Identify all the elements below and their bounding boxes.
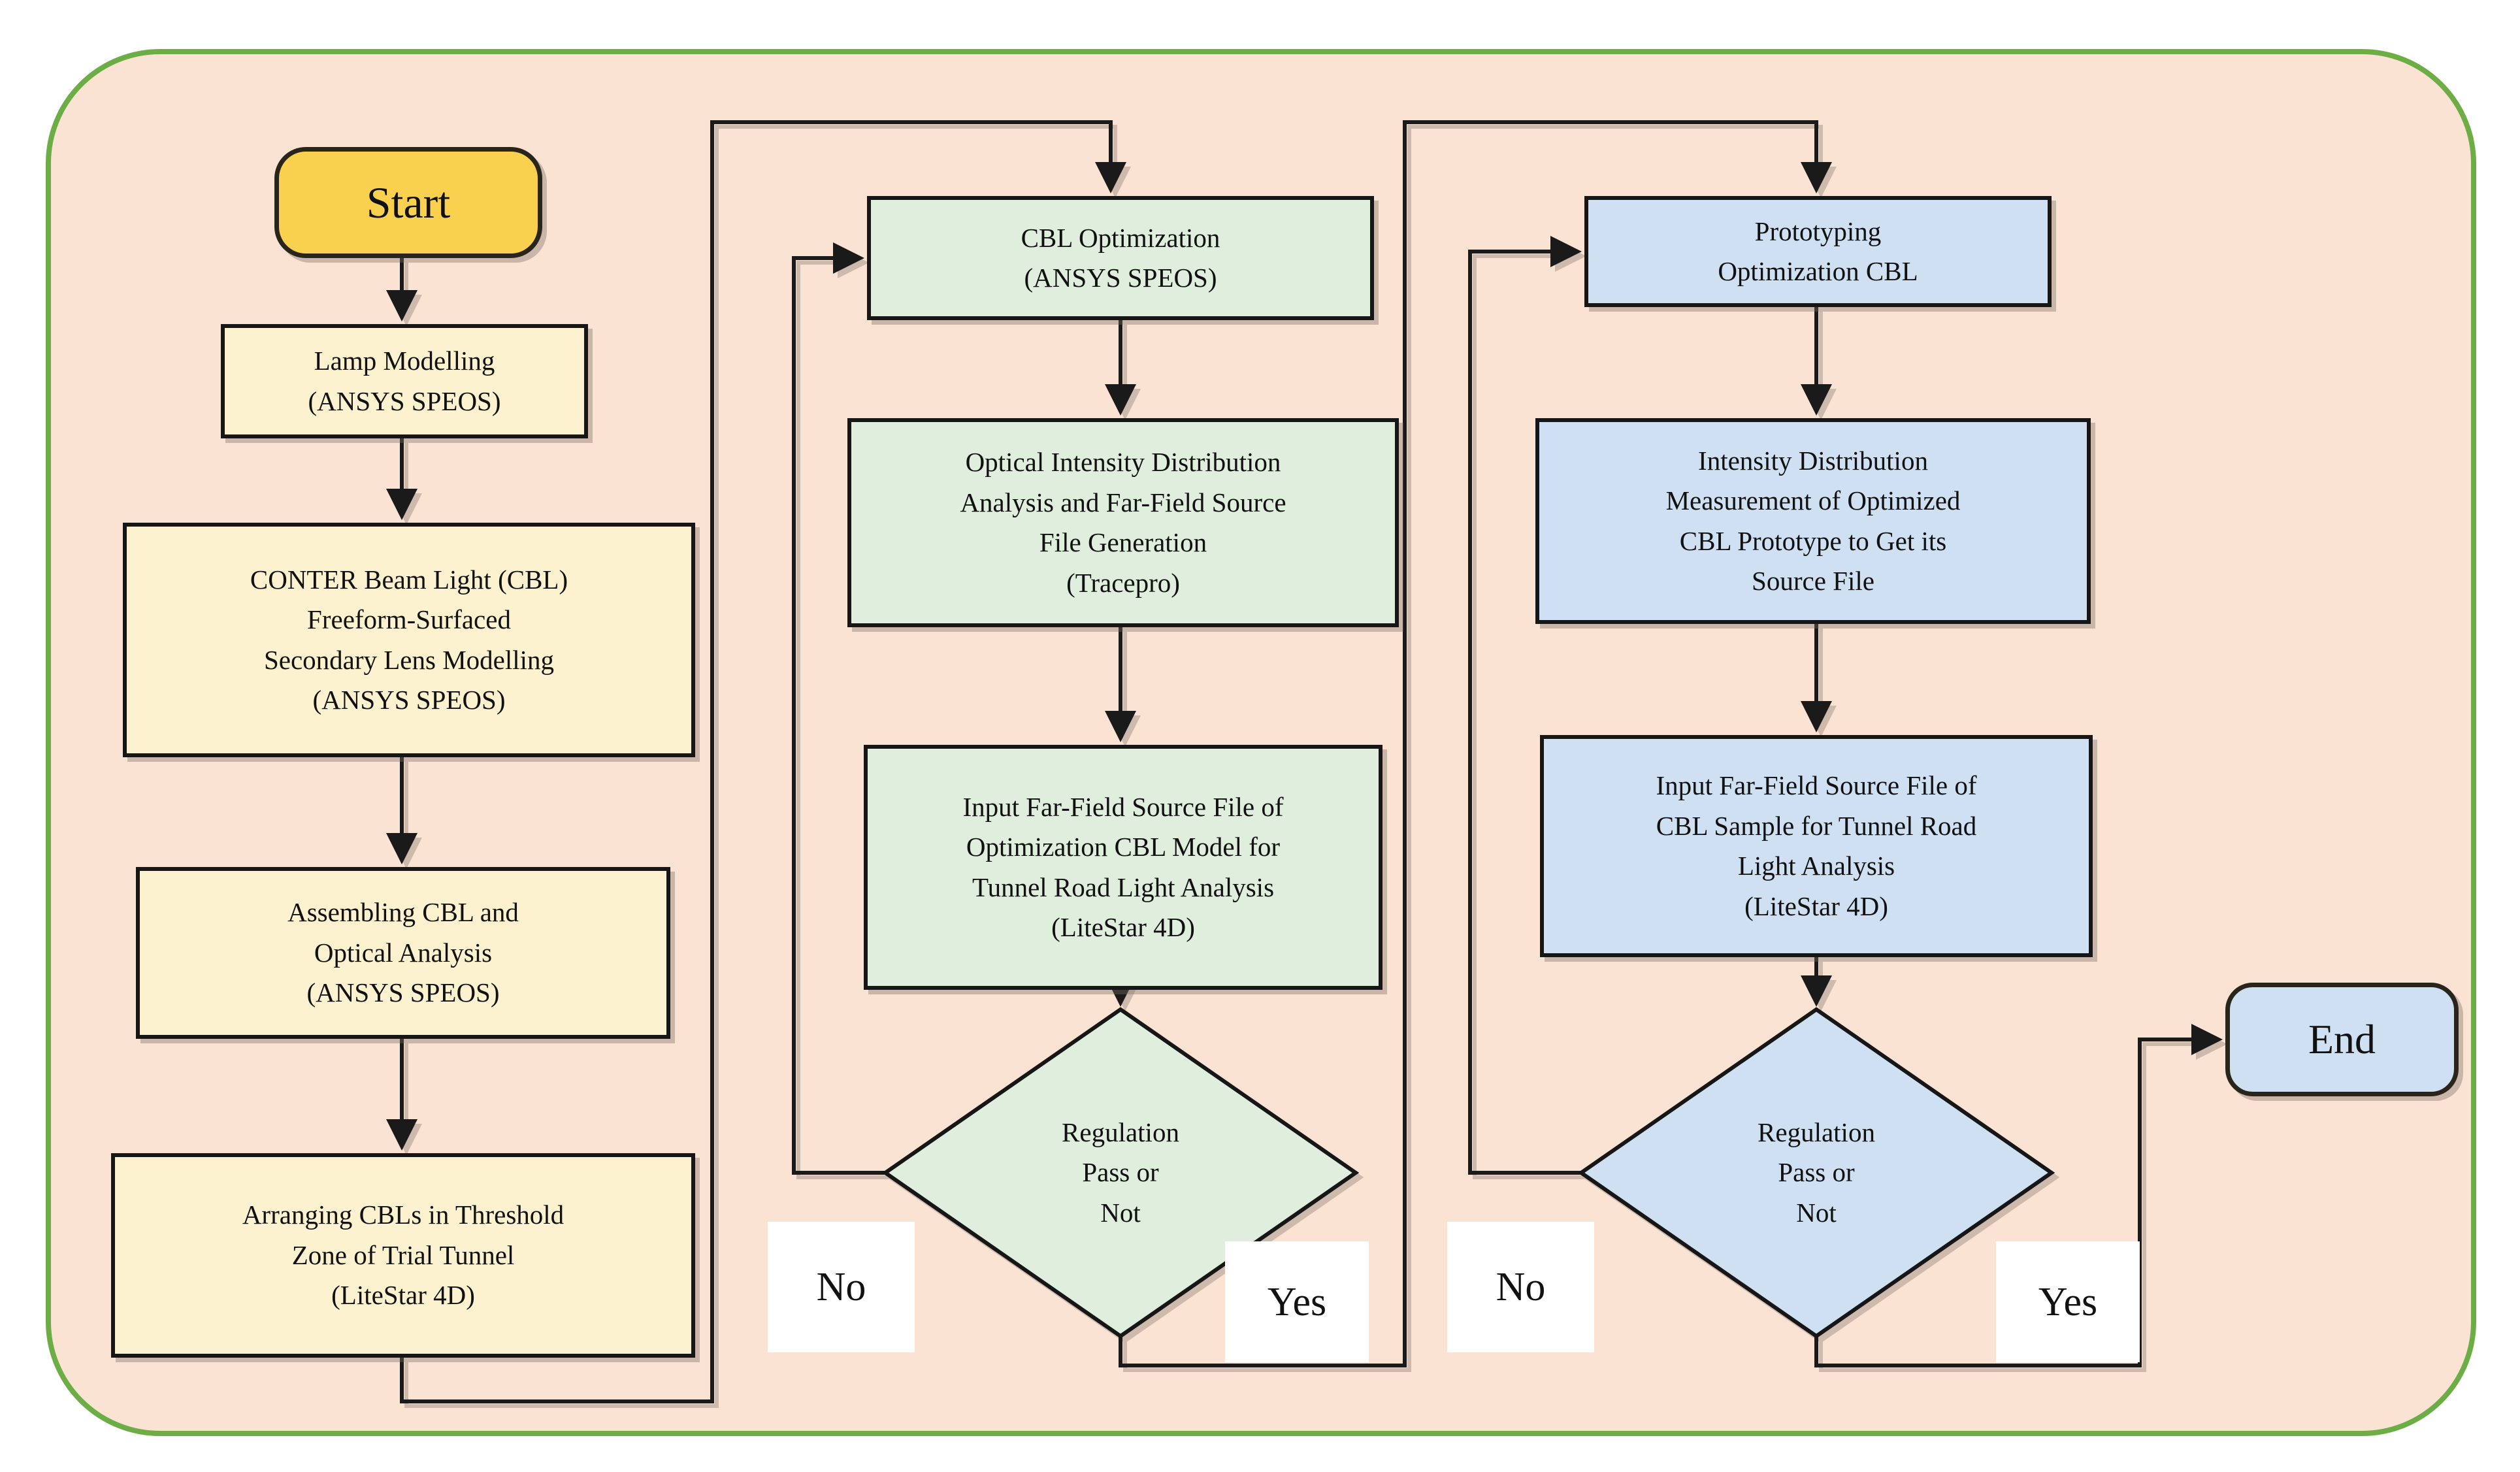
cbl-lens-modelling-node: CONTER Beam Light (CBL) Freeform-Surface… xyxy=(123,523,695,757)
edge-regulation-right-no-loop xyxy=(1468,236,1582,1175)
regulation-mid-text: Regulation Pass or Not xyxy=(1062,1117,1179,1228)
edge-regulation-mid-no-loop xyxy=(792,242,885,1175)
start-label: Start xyxy=(366,178,451,227)
yes-label-right: Yes xyxy=(1996,1241,2140,1362)
yes-label-mid: Yes xyxy=(1225,1241,1369,1362)
regulation-right-text: Regulation Pass or Not xyxy=(1758,1117,1875,1228)
intensity-analysis-node: Optical Intensity Distribution Analysis … xyxy=(847,418,1399,627)
no-label-mid: No xyxy=(768,1222,915,1352)
edge-regulation-right-yes-to-end xyxy=(1814,1024,2223,1367)
prototyping-node: Prototyping Optimization CBL xyxy=(1584,196,2052,307)
cbl-optimization-node: CBL Optimization (ANSYS SPEOS) xyxy=(867,196,1374,320)
intensity-measurement-node: Intensity Distribution Measurement of Op… xyxy=(1535,418,2091,624)
input-source-mid-node: Input Far-Field Source File of Optimizat… xyxy=(864,745,1383,990)
decision-regulation-right xyxy=(1577,1007,2055,1339)
end-label: End xyxy=(2308,1016,2376,1062)
arranging-cbls-node: Arranging CBLs in Threshold Zone of Tria… xyxy=(111,1153,695,1358)
edge-arranging-to-cbl-optimization xyxy=(400,120,1126,1403)
edge-regulation-mid-yes-to-prototyping xyxy=(1119,120,1832,1367)
start-node: Start xyxy=(274,147,542,258)
end-node: End xyxy=(2225,983,2459,1096)
input-source-right-node: Input Far-Field Source File of CBL Sampl… xyxy=(1540,735,2093,957)
assembling-cbl-node: Assembling CBL and Optical Analysis (ANS… xyxy=(136,867,670,1039)
lamp-modelling-node: Lamp Modelling (ANSYS SPEOS) xyxy=(221,324,588,438)
no-label-right: No xyxy=(1447,1222,1594,1352)
